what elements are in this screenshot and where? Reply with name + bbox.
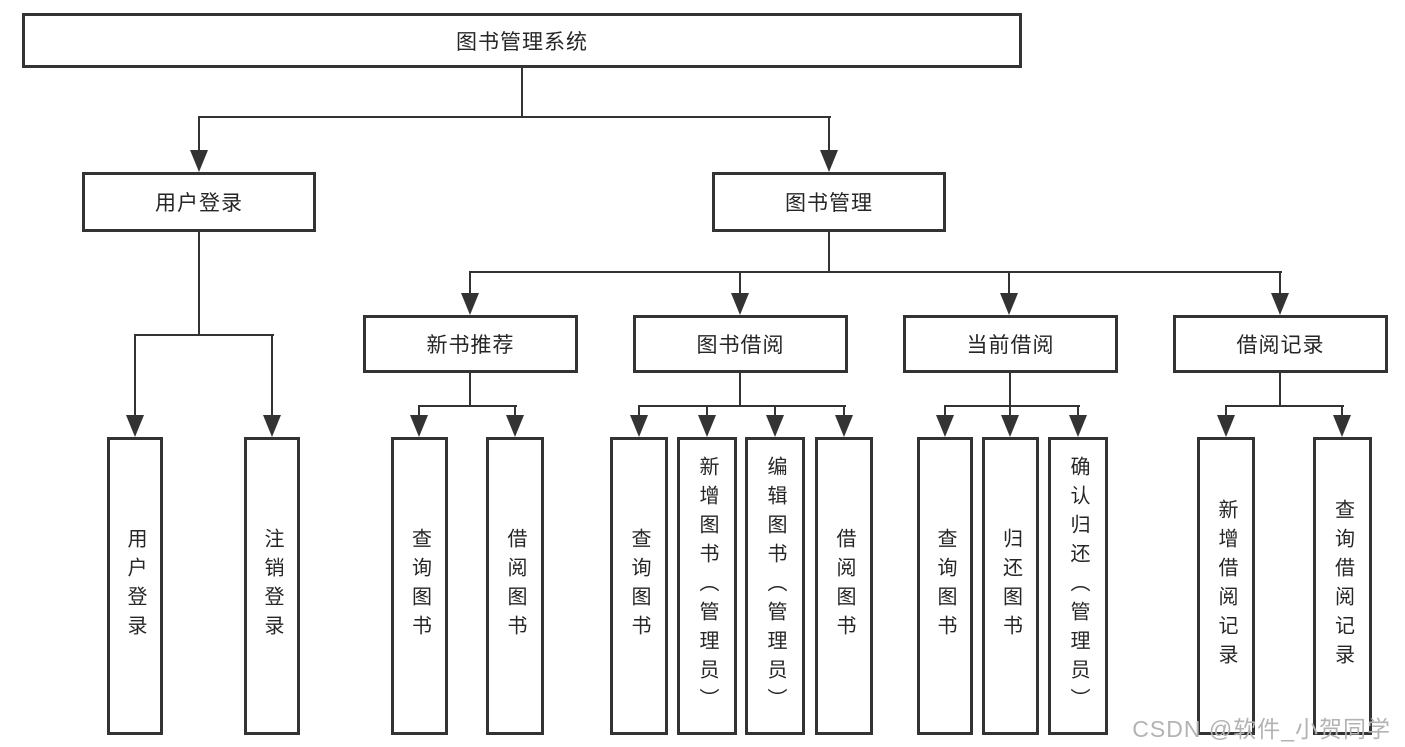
connector-line bbox=[638, 405, 640, 417]
arrowhead-down-icon bbox=[1333, 415, 1351, 437]
leaf-confirm-return-admin: 确认归还（管理员） bbox=[1048, 437, 1108, 735]
leaf-query-books-current: 查询图书 bbox=[917, 437, 973, 735]
arrowhead-down-icon bbox=[630, 415, 648, 437]
node-new-book-recommendation: 新书推荐 bbox=[363, 315, 578, 373]
leaf-user-login: 用户登录 bbox=[107, 437, 163, 735]
connector-line bbox=[1225, 405, 1227, 417]
leaf-borrow-books-borrowing: 借阅图书 bbox=[815, 437, 873, 735]
node-label: 图书借阅 bbox=[696, 334, 785, 357]
arrowhead-down-icon bbox=[1001, 415, 1019, 437]
node-label: 当前借阅 bbox=[966, 334, 1055, 357]
connector-line bbox=[469, 271, 1282, 273]
connector-line bbox=[198, 116, 200, 154]
connector-line bbox=[1279, 373, 1281, 407]
arrowhead-down-icon bbox=[190, 150, 208, 172]
node-borrowing-records: 借阅记录 bbox=[1173, 315, 1388, 373]
arrowhead-down-icon bbox=[1000, 293, 1018, 315]
arrowhead-down-icon bbox=[410, 415, 428, 437]
leaf-label: 确认归还（管理员） bbox=[1067, 455, 1089, 717]
leaf-label: 查询借阅记录 bbox=[1331, 499, 1354, 673]
connector-line bbox=[418, 405, 420, 417]
connector-line bbox=[739, 373, 741, 407]
arrowhead-down-icon bbox=[461, 293, 479, 315]
connector-line bbox=[418, 405, 517, 407]
connector-line bbox=[1009, 405, 1011, 417]
connector-line bbox=[739, 271, 741, 295]
arrowhead-down-icon bbox=[698, 415, 716, 437]
leaf-edit-books-admin: 编辑图书（管理员） bbox=[745, 437, 805, 735]
connector-line bbox=[1008, 271, 1010, 295]
connector-line bbox=[134, 334, 274, 336]
arrowhead-down-icon bbox=[263, 415, 281, 437]
connector-line bbox=[1009, 373, 1011, 407]
leaf-label: 归还图书 bbox=[999, 528, 1022, 644]
node-library-management-system: 图书管理系统 bbox=[22, 13, 1022, 68]
node-label: 新书推荐 bbox=[426, 334, 515, 357]
leaf-label: 查询图书 bbox=[408, 528, 431, 644]
connector-line bbox=[1077, 405, 1079, 417]
arrowhead-down-icon bbox=[766, 415, 784, 437]
node-label: 图书管理系统 bbox=[456, 30, 588, 54]
leaf-label: 用户登录 bbox=[124, 528, 146, 644]
node-label: 图书管理 bbox=[785, 192, 873, 215]
leaf-label: 借阅图书 bbox=[504, 528, 526, 644]
connector-line bbox=[1279, 271, 1281, 295]
arrowhead-down-icon bbox=[835, 415, 853, 437]
connector-line bbox=[514, 405, 516, 417]
connector-line bbox=[843, 405, 845, 417]
node-current-borrowing: 当前借阅 bbox=[903, 315, 1118, 373]
arrowhead-down-icon bbox=[1069, 415, 1087, 437]
connector-line bbox=[828, 116, 830, 154]
connector-line bbox=[944, 405, 946, 417]
connector-line bbox=[1341, 405, 1343, 417]
node-book-management: 图书管理 bbox=[712, 172, 946, 232]
connector-line bbox=[198, 116, 831, 118]
leaf-label: 查询图书 bbox=[934, 528, 956, 644]
leaf-add-borrow-record: 新增借阅记录 bbox=[1197, 437, 1255, 735]
arrowhead-down-icon bbox=[936, 415, 954, 437]
arrowhead-down-icon bbox=[731, 293, 749, 315]
arrowhead-down-icon bbox=[1217, 415, 1235, 437]
leaf-query-books-recommend: 查询图书 bbox=[391, 437, 448, 735]
leaf-label: 借阅图书 bbox=[833, 528, 855, 644]
leaf-borrow-books-recommend: 借阅图书 bbox=[486, 437, 544, 735]
node-label: 用户登录 bbox=[155, 192, 243, 215]
leaf-query-books-borrowing: 查询图书 bbox=[610, 437, 668, 735]
leaf-return-books: 归还图书 bbox=[982, 437, 1039, 735]
connector-line bbox=[774, 405, 776, 417]
connector-line bbox=[944, 405, 1080, 407]
arrowhead-down-icon bbox=[506, 415, 524, 437]
leaf-logout: 注销登录 bbox=[244, 437, 300, 735]
connector-line bbox=[469, 271, 471, 295]
leaf-label: 新增图书（管理员） bbox=[696, 455, 718, 717]
connector-line bbox=[706, 405, 708, 417]
connector-line bbox=[1225, 405, 1344, 407]
arrowhead-down-icon bbox=[1271, 293, 1289, 315]
connector-line bbox=[469, 373, 471, 407]
csdn-watermark: CSDN @软件_小贺同学 bbox=[1132, 716, 1391, 742]
connector-line bbox=[638, 405, 846, 407]
connector-line bbox=[134, 334, 136, 417]
arrowhead-down-icon bbox=[820, 150, 838, 172]
node-label: 借阅记录 bbox=[1236, 334, 1325, 357]
leaf-label: 查询图书 bbox=[628, 528, 650, 644]
leaf-add-books-admin: 新增图书（管理员） bbox=[677, 437, 737, 735]
leaf-label: 编辑图书（管理员） bbox=[764, 455, 786, 717]
leaf-label: 注销登录 bbox=[261, 528, 283, 644]
connector-line bbox=[271, 334, 273, 417]
node-book-borrowing: 图书借阅 bbox=[633, 315, 848, 373]
node-user-login: 用户登录 bbox=[82, 172, 316, 232]
connector-line bbox=[521, 68, 523, 117]
connector-line bbox=[828, 232, 830, 273]
connector-line bbox=[198, 232, 200, 336]
arrowhead-down-icon bbox=[126, 415, 144, 437]
leaf-query-borrow-record: 查询借阅记录 bbox=[1313, 437, 1372, 735]
leaf-label: 新增借阅记录 bbox=[1215, 499, 1237, 673]
